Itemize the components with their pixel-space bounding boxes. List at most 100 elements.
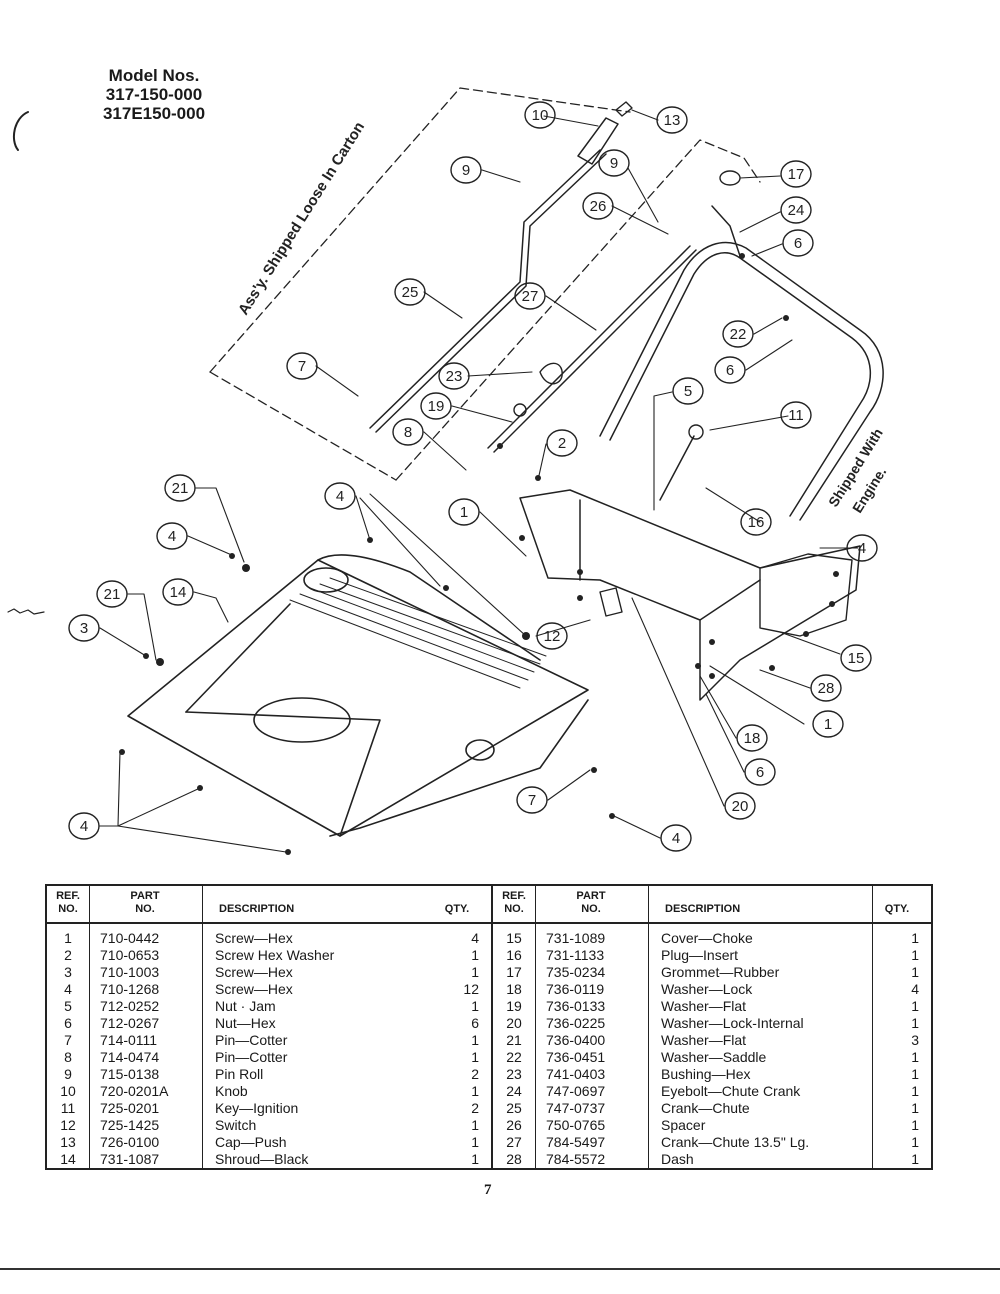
qty-cell: 1	[872, 947, 931, 964]
callout-5: 5	[672, 377, 704, 405]
callout-1b: 1	[812, 710, 844, 738]
part-number-cell: 725-0201	[89, 1100, 203, 1117]
part-number-cell: 731-1089	[535, 930, 649, 947]
margin-mark	[12, 111, 29, 151]
callout-6b: 6	[714, 356, 746, 384]
qty-cell: 1	[471, 1032, 479, 1049]
part-number-cell: 784-5497	[535, 1134, 649, 1151]
ref-cell: 26	[506, 1117, 522, 1134]
qty-cell: 12	[463, 981, 479, 998]
callout-4a: 4	[324, 482, 356, 510]
ref-cell: 22	[506, 1049, 522, 1066]
header-description: DESCRIPTION	[648, 886, 873, 924]
spacer-row	[47, 923, 491, 930]
svg-text:11: 11	[788, 407, 804, 424]
part-number-cell: 736-0133	[535, 998, 649, 1015]
ref-cell: 4	[64, 981, 72, 998]
description-cell: Spacer	[648, 1117, 873, 1134]
ref-cell: 14	[60, 1151, 76, 1168]
qty-cell: 1	[872, 1151, 931, 1168]
description-cell: Switch	[202, 1117, 433, 1134]
svg-text:18: 18	[744, 730, 761, 747]
qty-cell: 3	[872, 1032, 931, 1049]
ref-cell: 24	[506, 1083, 522, 1100]
part-number-cell: 736-0225	[535, 1015, 649, 1032]
description-cell: Washer—Lock-Internal	[648, 1015, 873, 1032]
eyebolt-24	[711, 205, 741, 257]
part-number-cell: 710-0653	[89, 947, 203, 964]
carton-enclosure	[209, 87, 761, 481]
svg-text:20: 20	[732, 798, 749, 815]
ref-cell: 5	[64, 998, 72, 1015]
callout-21b: 21	[96, 580, 128, 608]
svg-text:13: 13	[664, 112, 681, 129]
part-number-cell: 741-0403	[535, 1066, 649, 1083]
ref-cell: 7	[64, 1032, 72, 1049]
svg-text:4: 4	[80, 818, 88, 835]
description-cell: Plug—Insert	[648, 947, 873, 964]
qty-cell: 1	[471, 1117, 479, 1134]
qty-cell: 4	[872, 981, 931, 998]
callout-22: 22	[722, 320, 754, 348]
exploded-parts-diagram: Ass'y. Shipped Loose In Carton	[7, 87, 889, 855]
description-cell: Washer—Flat	[648, 998, 873, 1015]
svg-text:4: 4	[168, 528, 176, 545]
svg-text:9: 9	[610, 155, 618, 172]
qty-cell: 1	[471, 1151, 479, 1168]
grommet-17	[719, 170, 741, 186]
svg-text:7: 7	[528, 792, 536, 809]
description-cell: Eyebolt—Chute Crank	[648, 1083, 873, 1100]
svg-text:3: 3	[80, 620, 88, 637]
part-number-cell: 720-0201A	[89, 1083, 203, 1100]
qty-cell: 1	[872, 1083, 931, 1100]
callout-4b: 4	[156, 522, 188, 550]
qty-cell: 6	[471, 1015, 479, 1032]
callout-7a: 7	[286, 352, 318, 380]
ref-cell: 17	[506, 964, 522, 981]
qty-cell: 1	[872, 930, 931, 947]
ref-cell: 25	[506, 1100, 522, 1117]
svg-text:12: 12	[544, 628, 561, 645]
callout-1a: 1	[448, 498, 480, 526]
model-number-1: 317-150-000	[105, 85, 203, 104]
description-cell: Dash	[648, 1151, 873, 1168]
part-number-cell: 710-0442	[89, 930, 203, 947]
callout-3: 3	[68, 614, 100, 642]
part-number-cell: 725-1425	[89, 1117, 203, 1134]
callout-9b: 9	[598, 149, 630, 177]
part-number-cell: 714-0111	[89, 1032, 203, 1049]
description-cell: Pin—Cotter	[202, 1032, 433, 1049]
part-number-cell: 736-0400	[535, 1032, 649, 1049]
ref-cell: 12	[60, 1117, 76, 1134]
svg-text:15: 15	[848, 650, 865, 667]
callout-11: 11	[780, 401, 812, 429]
ref-cell: 19	[506, 998, 522, 1015]
svg-text:16: 16	[748, 514, 765, 531]
ref-cell: 15	[506, 930, 522, 947]
svg-text:19: 19	[428, 398, 445, 415]
header-qty: QTY.	[433, 886, 491, 924]
model-number-2: 317E150-000	[102, 104, 206, 123]
svg-text:24: 24	[788, 202, 805, 219]
svg-text:27: 27	[522, 288, 539, 305]
chute-crank-25	[369, 149, 607, 433]
svg-text:7: 7	[298, 358, 306, 375]
qty-cell: 1	[872, 1066, 931, 1083]
shroud-14	[127, 554, 589, 837]
part-number-cell: 750-0765	[535, 1117, 649, 1134]
callout-10: 10	[524, 101, 556, 129]
